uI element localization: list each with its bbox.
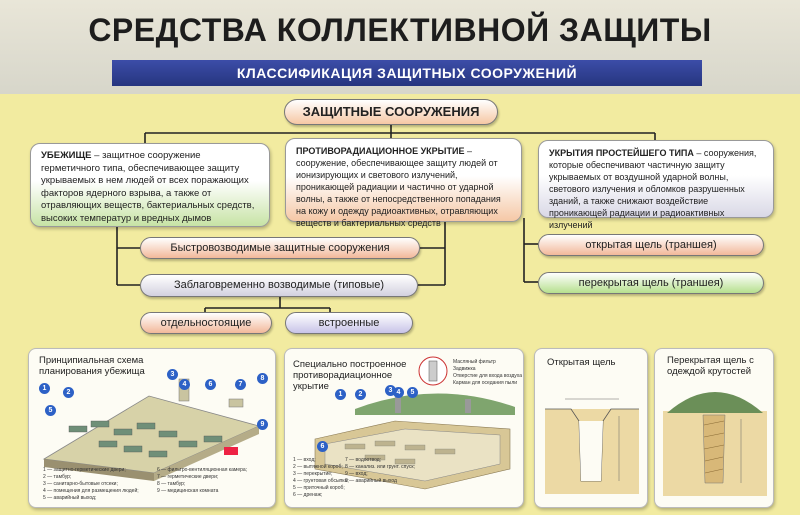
legend-item: 1 — вход; [293, 457, 316, 463]
anti-radiation-text: – сооружение, обеспечивающее защиту люде… [296, 146, 501, 228]
legend-item: 8 — канализ. или грунт. спуск; [345, 464, 415, 470]
protective-structures-root: ЗАЩИТНЫЕ СООРУЖЕНИЯ [284, 99, 498, 125]
legend-item: 6 — фильтро-вентиляционная камера; [157, 467, 248, 473]
plan-marker-7: 7 [235, 379, 246, 390]
built-callout-valve: Задвижка [453, 366, 476, 372]
legend-item: 9 — медицинская комната [157, 488, 219, 494]
anti-radiation-term: ПРОТИВОРАДИАЦИОННОЕ УКРЫТИЕ [296, 146, 465, 156]
plan-marker-9: 9 [257, 419, 268, 430]
built-legend-left: 1 — вход; 2 — вытяжной короб; 3 — перекр… [293, 457, 383, 499]
shelter-plan-title: Принципиальная схема планирования убежищ… [39, 355, 145, 377]
anti-radiation-drawing [314, 356, 515, 490]
quick-built-pill: Быстровозводимые защитные сооружения [140, 237, 420, 259]
legend-item: 6 — дренаж; [293, 492, 323, 498]
simple-shelter-definition-box: УКРЫТИЯ ПРОСТЕЙШЕГО ТИПА – сооружения, к… [538, 140, 774, 230]
built-legend-right: 7 — водоотвод; 8 — канализ. или грунт. с… [345, 457, 445, 485]
legend-item: 7 — водоотвод; [345, 457, 382, 463]
built-callout-filter: Масляный фильтр [453, 359, 496, 365]
plan-marker-4: 4 [179, 379, 190, 390]
built-in-pill: встроенные [285, 312, 413, 334]
legend-item: 9 — вход; [345, 471, 368, 477]
open-slit-title: Открытая щель [547, 357, 616, 368]
plan-marker-2: 2 [63, 387, 74, 398]
covered-slit-title: Перекрытая щель с одеждой крутостей [667, 355, 754, 377]
subtitle-bar: КЛАССИФИКАЦИЯ ЗАЩИТНЫХ СООРУЖЕНИЙ [112, 60, 702, 86]
plan-marker-1: 1 [39, 383, 50, 394]
built-callout-air-inlet: Отверстие для входа воздуха [453, 373, 523, 379]
shelter-text: – защитное сооружение герметичного типа,… [41, 150, 255, 224]
built-marker-4: 4 [393, 387, 404, 398]
built-callout-dust-pocket: Карман для оседания пыли [453, 380, 518, 386]
built-marker-3: 3 [385, 385, 396, 396]
legend-item: 3 — перекрытие; [293, 471, 333, 477]
simple-shelter-term: УКРЫТИЯ ПРОСТЕЙШЕГО ТИПА [549, 148, 694, 158]
legend-item: 7 — герметические двери; [157, 474, 219, 480]
plan-legend-right: 6 — фильтро-вентиляционная камера; 7 — г… [157, 467, 272, 495]
plan-marker-5: 5 [45, 405, 56, 416]
advance-built-pill: Заблаговременно возводимые (типовые) [140, 274, 418, 297]
open-slit-pill: открытая щель (траншея) [538, 234, 764, 256]
plan-marker-3: 3 [167, 369, 178, 380]
shelter-plan-panel: Принципиальная схема планирования убежищ… [28, 348, 276, 508]
covered-slit-panel: Перекрытая щель с одеждой крутостей [654, 348, 774, 508]
built-marker-6: 6 [317, 441, 328, 452]
built-marker-2: 2 [355, 389, 366, 400]
built-marker-1: 1 [335, 389, 346, 400]
legend-item: 2 — вытяжной короб; [293, 464, 343, 470]
shelter-plan-drawing [42, 378, 261, 481]
detached-pill: отдельностоящие [140, 312, 272, 334]
simple-shelter-text: – сооружения, которые обеспечивают части… [549, 148, 757, 230]
legend-item: 1 — защитно-герметические двери; [43, 467, 126, 473]
legend-item: 5 — приточный короб; [293, 485, 345, 491]
anti-radiation-shelter-panel: Специально построенное противорадиационн… [284, 348, 524, 508]
plan-marker-8: 8 [257, 373, 268, 384]
covered-slit-pill: перекрытая щель (траншея) [538, 272, 764, 294]
open-slit-panel: Открытая щель [534, 348, 648, 508]
legend-item: 8 — тамбур; [157, 481, 186, 487]
legend-item: 4 — грунтовая обсыпка; [293, 478, 349, 484]
plan-marker-6: 6 [205, 379, 216, 390]
connector-lines [116, 125, 656, 312]
plan-legend-left: 1 — защитно-герметические двери; 2 — там… [43, 467, 158, 502]
anti-radiation-panel-title: Специально построенное противорадиационн… [293, 359, 407, 392]
legend-item: 3 — санитарно-бытовые отсеки; [43, 481, 118, 487]
anti-radiation-definition-box: ПРОТИВОРАДИАЦИОННОЕ УКРЫТИЕ – сооружение… [285, 138, 522, 228]
open-slit-drawing [545, 398, 639, 494]
built-marker-5: 5 [407, 387, 418, 398]
shelter-term: УБЕЖИЩЕ [41, 150, 92, 161]
page-title: СРЕДСТВА КОЛЛЕКТИВНОЙ ЗАЩИТЫ [88, 12, 712, 48]
legend-item: 4 — помещения для размещения людей; [43, 488, 139, 494]
legend-item: 5 — аварийный выход; [43, 495, 97, 501]
legend-item: 0 — аварийный выход [345, 478, 397, 484]
shelter-definition-box: УБЕЖИЩЕ – защитное сооружение герметично… [30, 143, 270, 227]
covered-slit-drawing [663, 392, 767, 496]
legend-item: 2 — тамбур; [43, 474, 72, 480]
